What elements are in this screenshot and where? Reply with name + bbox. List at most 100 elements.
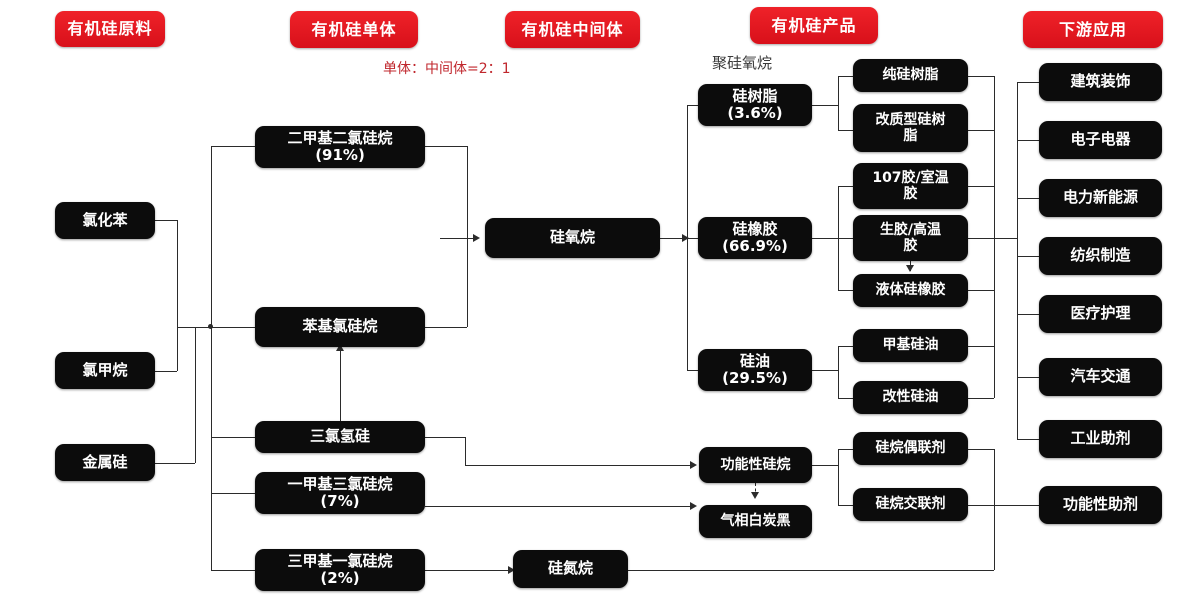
arrow-to-silazane xyxy=(508,566,515,574)
link-rubber-out xyxy=(812,238,838,239)
node-silazane[interactable]: 硅氮烷 xyxy=(513,550,628,588)
link-oil-to-methyl xyxy=(838,346,853,347)
link-bus-app-0 xyxy=(1017,82,1039,83)
node-functional-additives[interactable]: 功能性助剂 xyxy=(1039,486,1162,524)
node-chloromethane[interactable]: 氯甲烷 xyxy=(55,352,155,389)
oil-sub-bus xyxy=(838,346,839,398)
node-silicone-rubber-pct: (66.9%) xyxy=(722,237,788,255)
header-label-downstream: 下游应用 xyxy=(1058,19,1127,39)
node-power-new-energy-label: 电力新能源 xyxy=(1062,188,1138,207)
link-collect-to-appbus xyxy=(994,238,1017,239)
link-coupling-out xyxy=(968,449,994,450)
node-liquid-silicone-rubber[interactable]: 液体硅橡胶 xyxy=(853,274,968,307)
node-htv-raw-rubber-label: 生胶/高温 xyxy=(879,221,942,238)
link-resin-to-modified xyxy=(838,130,853,131)
link-bus-to-resin xyxy=(687,105,698,106)
node-modified-silicone-oil-label: 改性硅油 xyxy=(882,389,939,406)
header-label-monomer: 有机硅单体 xyxy=(311,19,397,39)
node-phenylchlorosilane[interactable]: 苯基氯硅烷 xyxy=(255,307,425,347)
link-phenyl-out xyxy=(425,327,467,328)
node-rtv-107[interactable]: 107胶/室温 胶 xyxy=(853,163,968,209)
node-rtv-107-label: 107胶/室温 xyxy=(872,169,949,186)
node-monomethyltrichlorosilane[interactable]: 一甲基三氯硅烷 (7%) xyxy=(255,472,425,514)
link-trimethyl-out xyxy=(425,570,512,571)
node-siloxane[interactable]: 硅氧烷 xyxy=(485,218,660,258)
header-pill-raw: 有机硅原料 xyxy=(55,11,165,47)
node-phenylchlorosilane-label: 苯基氯硅烷 xyxy=(302,317,378,336)
node-silane-coupling-agent-label: 硅烷偶联剂 xyxy=(875,440,946,457)
node-chlorobenzene-label: 氯化苯 xyxy=(82,210,128,229)
node-trimethylchlorosilane-label: 三甲基一氯硅烷 xyxy=(287,551,393,570)
node-silane-coupling-agent[interactable]: 硅烷偶联剂 xyxy=(853,432,968,465)
header-pill-intermediate: 有机硅中间体 xyxy=(505,11,640,48)
node-silane-crosslinker[interactable]: 硅烷交联剂 xyxy=(853,488,968,521)
resin-sub-bus xyxy=(838,76,839,130)
link-trichloro-down xyxy=(465,437,466,465)
node-chlorobenzene[interactable]: 氯化苯 xyxy=(55,202,155,239)
node-methyl-silicone-oil[interactable]: 甲基硅油 xyxy=(853,329,968,362)
raw-bus-junction-dot xyxy=(208,324,213,329)
node-silicone-rubber-label: 硅橡胶 xyxy=(732,219,778,238)
node-pure-silicone-resin[interactable]: 纯硅树脂 xyxy=(853,59,968,92)
arrow-funcsilane-to-fumedsilica xyxy=(751,492,759,499)
link-bus-app-4 xyxy=(1017,314,1039,315)
node-silazane-label: 硅氮烷 xyxy=(547,559,593,578)
link-siloxane-out xyxy=(660,238,687,239)
link-to-siloxane xyxy=(440,238,478,239)
node-power-new-energy[interactable]: 电力新能源 xyxy=(1039,179,1162,217)
node-automotive-transport[interactable]: 汽车交通 xyxy=(1039,358,1162,396)
node-dimethyldichlorosilane-pct: (91%) xyxy=(315,146,365,164)
header-label-product: 有机硅产品 xyxy=(771,15,857,35)
node-liquid-silicone-rubber-label: 液体硅橡胶 xyxy=(875,282,946,299)
node-silicone-resin[interactable]: 硅树脂 (3.6%) xyxy=(698,84,812,126)
node-trichlorosilane[interactable]: 三氯氢硅 xyxy=(255,421,425,453)
node-modified-silicone-resin[interactable]: 改质型硅树 脂 xyxy=(853,104,968,152)
node-fumed-silica[interactable]: 气相白炭黑 xyxy=(699,505,812,538)
link-bus-to-oil xyxy=(687,370,698,371)
link-bus-app-5 xyxy=(1017,377,1039,378)
link-funcsilane-to-crosslinker xyxy=(838,505,853,506)
node-silicone-rubber[interactable]: 硅橡胶 (66.9%) xyxy=(698,217,812,259)
node-trimethylchlorosilane[interactable]: 三甲基一氯硅烷 (2%) xyxy=(255,549,425,591)
link-pure-out xyxy=(968,76,994,77)
link-trichloro-to-funcsilane xyxy=(465,465,692,466)
header-pill-product: 有机硅产品 xyxy=(750,7,878,44)
link-lsr-out xyxy=(968,290,994,291)
node-medical-care-label: 医疗护理 xyxy=(1070,304,1131,323)
node-functional-silane-label: 功能性硅烷 xyxy=(720,456,791,473)
node-functional-silane[interactable]: 功能性硅烷 xyxy=(699,447,812,483)
node-modified-silicone-resin-label2: 脂 xyxy=(903,128,918,144)
link-modified-resin-out xyxy=(968,130,994,131)
node-electronics[interactable]: 电子电器 xyxy=(1039,121,1162,159)
link-htv-out xyxy=(968,238,994,239)
link-trichloro-out xyxy=(425,437,465,438)
node-silicone-oil[interactable]: 硅油 (29.5%) xyxy=(698,349,812,391)
polysiloxane-caption: 聚硅氧烷 xyxy=(712,54,773,72)
node-metal-silicon[interactable]: 金属硅 xyxy=(55,444,155,481)
arrow-to-funcsilane xyxy=(690,461,697,469)
link-bus-app-3 xyxy=(1017,256,1039,257)
arrow-htv-to-lsr xyxy=(906,265,914,272)
link-crosslinker-out xyxy=(968,505,994,506)
node-industrial-additives[interactable]: 工业助剂 xyxy=(1039,420,1162,458)
node-dimethyldichlorosilane[interactable]: 二甲基二氯硅烷 (91%) xyxy=(255,126,425,168)
node-trichlorosilane-label: 三氯氢硅 xyxy=(309,427,370,446)
header-label-intermediate: 有机硅中间体 xyxy=(521,19,624,39)
node-silicone-resin-pct: (3.6%) xyxy=(727,104,783,122)
node-modified-silicone-oil[interactable]: 改性硅油 xyxy=(853,381,968,414)
node-architectural-decoration[interactable]: 建筑装饰 xyxy=(1039,63,1162,101)
link-phenyl-up xyxy=(467,238,468,327)
node-monomethyltrichlorosilane-pct: (7%) xyxy=(320,492,360,510)
node-htv-raw-rubber-label2: 胶 xyxy=(903,238,918,254)
link-monomethyl-out xyxy=(425,506,692,507)
link-107-out xyxy=(968,186,994,187)
link-bus-to-trimethyl xyxy=(211,570,255,571)
node-medical-care[interactable]: 医疗护理 xyxy=(1039,295,1162,333)
node-textile-manufacturing-label: 纺织制造 xyxy=(1070,246,1131,265)
arrow-trichloro-to-phenyl xyxy=(336,344,344,351)
node-htv-raw-rubber[interactable]: 生胶/高温 胶 xyxy=(853,215,968,261)
node-rtv-107-label2: 胶 xyxy=(903,186,918,202)
link-funcsilane-to-coupling xyxy=(838,449,853,450)
node-textile-manufacturing[interactable]: 纺织制造 xyxy=(1039,237,1162,275)
